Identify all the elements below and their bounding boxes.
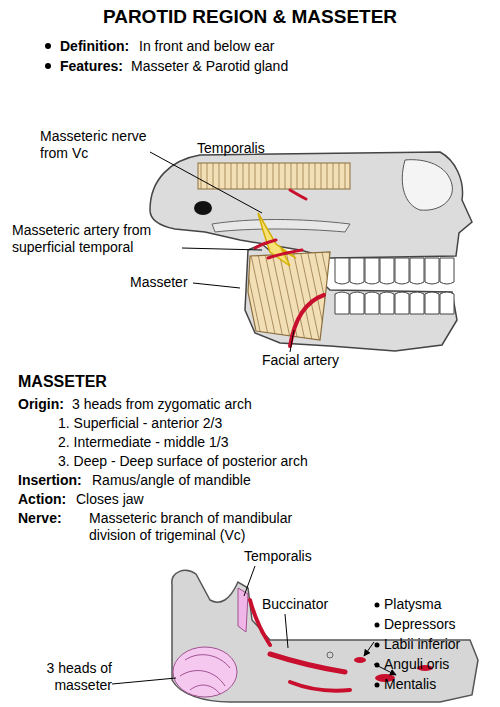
bullet (375, 683, 380, 688)
field-value: 3 heads from zygomatic arch (72, 396, 252, 413)
list-item: Anguli oris (384, 656, 449, 673)
list-item: Depressors (384, 616, 456, 633)
section-heading: MASSETER (18, 373, 107, 390)
leader-line (182, 248, 262, 250)
lower-teeth (335, 292, 454, 314)
part-label: Temporalis (197, 140, 265, 157)
list-item: Platysma (384, 596, 442, 613)
field-value: In front and below ear (139, 38, 274, 55)
field-key: Features: (60, 58, 123, 75)
field-key: Definition: (60, 38, 129, 55)
part-label: Buccinator (262, 596, 328, 613)
page-title: PAROTID REGION & MASSETER (0, 6, 500, 28)
field-key: Origin: (18, 396, 64, 413)
list-item: 3. Deep - Deep surface of posterior arch (58, 453, 308, 470)
field-key: Insertion: (18, 472, 82, 489)
buccinator-attachment (270, 654, 345, 672)
part-label: Facial artery (262, 352, 339, 369)
bullet (375, 623, 380, 628)
leader-line (285, 614, 288, 648)
leader-line (290, 330, 294, 352)
bullet (45, 63, 51, 69)
pointer-arrow (364, 642, 374, 656)
facial-artery (290, 295, 324, 346)
part-label: Temporalis (244, 548, 312, 565)
field-value: Masseter & Parotid gland (131, 58, 288, 75)
mandible (245, 244, 457, 351)
masseteric-artery (268, 250, 302, 258)
part-label: Masseteric nerve from Vc (40, 128, 165, 162)
field-value: Ramus/angle of mandible (92, 472, 251, 489)
field-value: Closes jaw (76, 491, 144, 508)
list-item: Mentalis (384, 676, 436, 693)
upper-teeth (335, 258, 454, 284)
muscle-attachment (354, 657, 366, 663)
artery (290, 190, 306, 199)
masseter-attachment (173, 647, 237, 697)
list-item: 2. Intermediate - middle 1/3 (58, 434, 228, 451)
field-value: Masseteric branch of mandibular division… (89, 510, 329, 544)
field-key: Nerve: (18, 510, 62, 527)
field-key: Action: (18, 491, 66, 508)
bullet (45, 43, 51, 49)
zygomatic-arch (212, 220, 350, 233)
orbit (402, 160, 452, 211)
leader-line (244, 566, 255, 596)
bullet (375, 603, 380, 608)
bullet (375, 663, 380, 668)
bullet (375, 643, 380, 648)
temporalis-muscle (198, 163, 350, 189)
masseteric-artery (255, 240, 276, 248)
part-label: 3 heads of masseter (30, 660, 112, 694)
leader-line (193, 283, 240, 288)
list-item: 1. Superficial - anterior 2/3 (58, 415, 222, 432)
skull-cranium (150, 152, 472, 258)
mental-foramen (327, 652, 333, 658)
mandible-medial (172, 570, 478, 702)
muscle-attachment (290, 682, 350, 691)
ear-canal (194, 201, 212, 215)
masseter-heads (180, 655, 230, 694)
list-item: Labii inferior (384, 636, 460, 653)
part-label: Masseter (130, 274, 188, 291)
leader-line (112, 678, 176, 684)
leader-line (150, 152, 262, 213)
temporalis-attachment (238, 588, 248, 632)
part-label: Masseteric artery from superficial tempo… (12, 222, 184, 256)
